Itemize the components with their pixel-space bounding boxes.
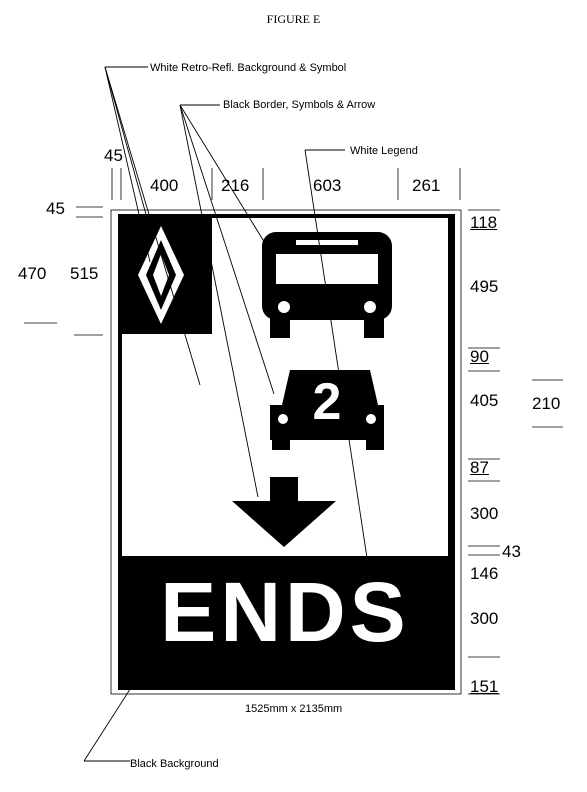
dim-top-border: 45 [104,146,123,165]
car-occupancy-number: 2 [312,373,342,431]
callout-white-background: White Retro-Refl. Background & Symbol [150,62,347,74]
dim-right-small-gap: 43 [502,542,521,561]
dim-top-bus: 603 [313,176,342,195]
dim-right-bus: 495 [470,277,499,296]
dim-right-arrow: 300 [470,504,499,523]
down-arrow-icon [232,477,336,547]
dim-right-gap-2: 87 [470,458,489,477]
dim-right-car: 405 [470,391,499,410]
dim-far-right: 210 [532,394,561,413]
figure-title: FIGURE E [266,12,321,26]
dim-right-top-margin: 118 [470,213,498,232]
dim-left-panel: 515 [70,264,99,283]
dim-top-hov-panel: 400 [150,176,179,195]
sign-size-caption: 1525mm x 2135mm [245,703,343,715]
dim-right-gap-1: 90 [470,347,489,366]
dim-right-legend: 300 [470,609,499,628]
callout-black-border: Black Border, Symbols & Arrow [223,99,376,111]
sign-legend-text: ENDS [160,565,410,659]
car-icon [270,370,384,450]
dim-left-border: 45 [46,199,65,218]
dim-right-bottom: 151 [470,677,499,696]
callout-white-legend: White Legend [350,145,418,157]
bus-icon [262,232,392,338]
dim-right-legend-top: 146 [470,564,499,583]
sign-outline [110,209,462,695]
callout-black-background: Black Background [130,758,219,770]
dim-top-gap: 216 [221,176,250,195]
dim-left-diamond: 470 [18,264,47,283]
dim-top-right-margin: 261 [412,176,441,195]
